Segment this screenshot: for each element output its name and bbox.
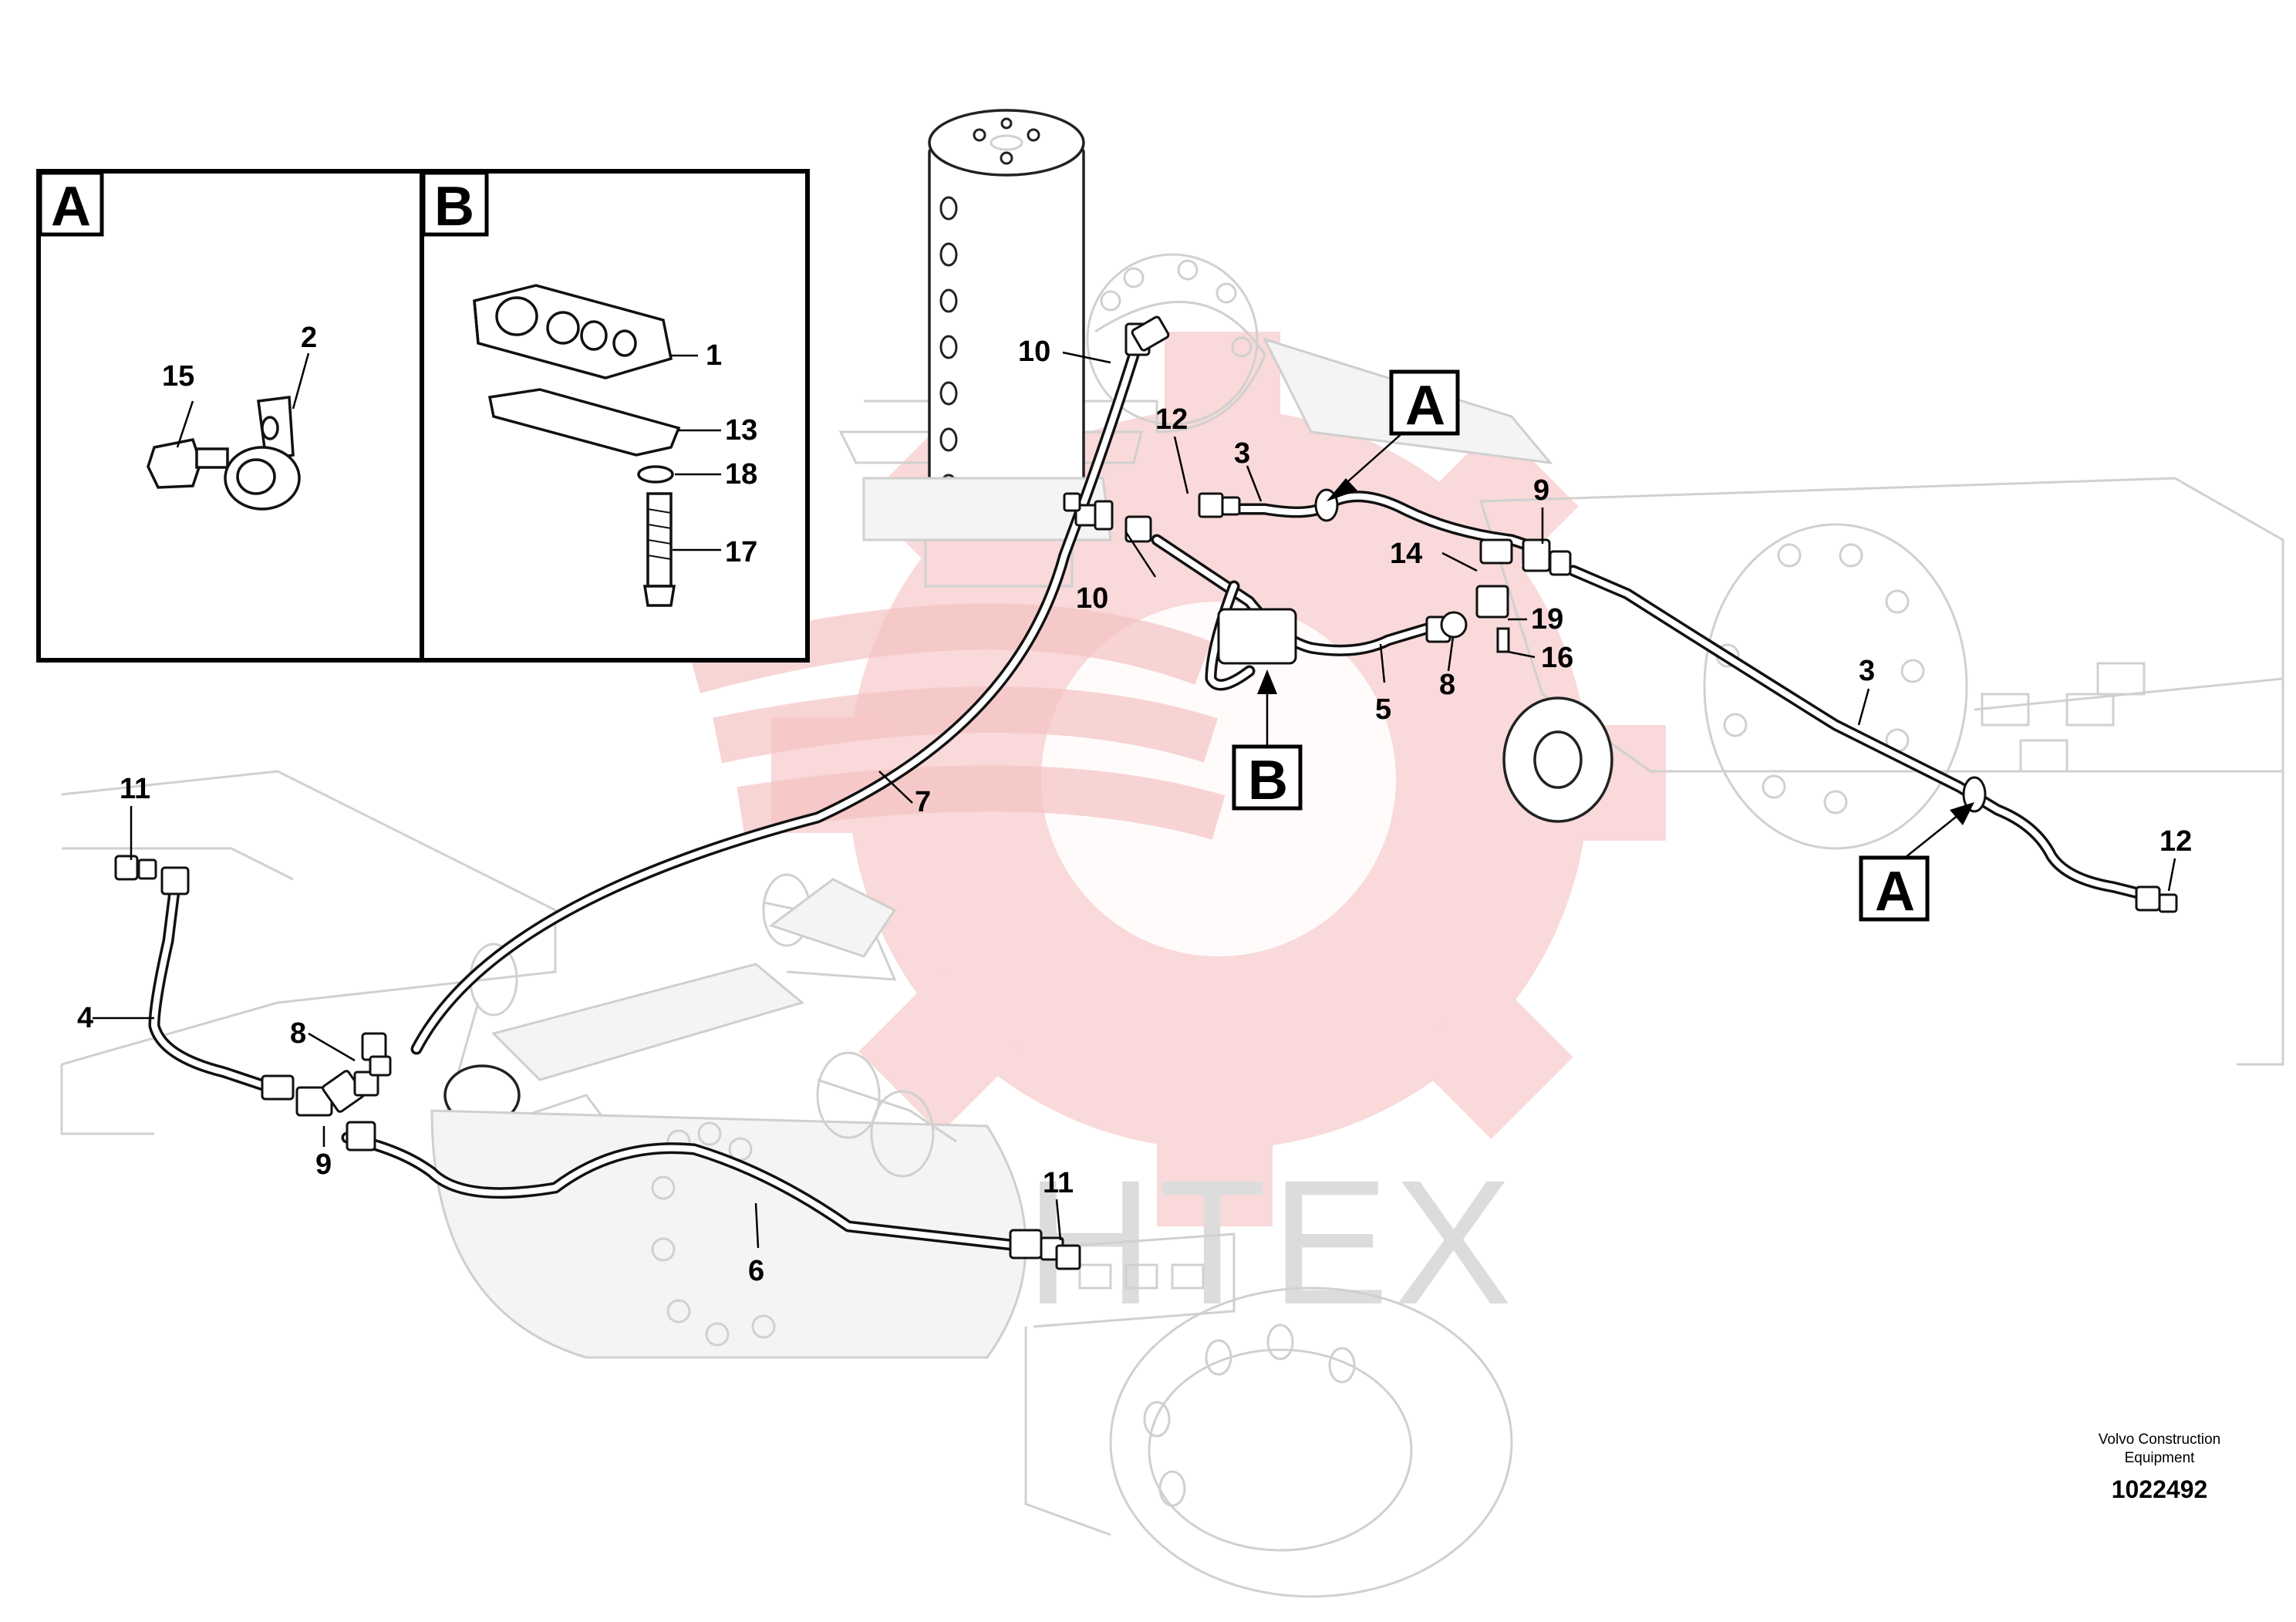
callout-7: 7	[915, 786, 931, 818]
callout-14: 14	[1390, 538, 1422, 570]
callout-17: 17	[725, 536, 757, 568]
callout-16: 16	[1541, 642, 1573, 674]
callout-8: 8	[1439, 669, 1455, 701]
callout-10: 10	[1076, 582, 1108, 615]
detail-label-a: A	[51, 176, 91, 238]
hose-6	[341, 1131, 1024, 1252]
callout-15: 15	[162, 360, 194, 393]
callout-18: 18	[725, 458, 757, 491]
callout-3: 3	[1859, 655, 1875, 687]
detail-box-a: A	[36, 169, 424, 663]
hose-3-upper	[1220, 491, 1541, 554]
svg-text:A: A	[1875, 861, 1915, 922]
maker-line-2: Equipment	[2125, 1450, 2196, 1466]
callout-2: 2	[301, 322, 317, 354]
footer: Volvo Construction Equipment 1022492	[2099, 1431, 2220, 1503]
callouts: 1 2 3 3 4 5 6 7 8 8 9 9 10 10 11 11 12 1…	[77, 322, 2192, 1287]
callout-11: 11	[1043, 1167, 1074, 1199]
hose-4	[148, 873, 276, 1094]
callout-11: 11	[120, 773, 150, 805]
detail-label-b: B	[434, 176, 474, 238]
detail-box-b: B	[420, 169, 810, 663]
svg-text:A: A	[1405, 375, 1445, 437]
callout-3: 3	[1234, 437, 1250, 470]
fittings	[114, 315, 2178, 1270]
callout-4: 4	[77, 1002, 93, 1034]
callout-1: 1	[706, 339, 722, 372]
callout-12: 12	[1155, 403, 1188, 436]
maker-line-1: Volvo Construction	[2099, 1431, 2220, 1448]
pointer-label-a-right: A	[1859, 802, 1974, 922]
callout-12: 12	[2159, 825, 2192, 858]
hose-3-right	[1567, 565, 2150, 901]
leader-lines	[93, 351, 2176, 1249]
callout-5: 5	[1375, 693, 1391, 726]
callout-19: 19	[1531, 603, 1563, 636]
callout-9: 9	[315, 1148, 332, 1181]
callout-8: 8	[290, 1017, 306, 1050]
callout-10: 10	[1018, 336, 1050, 368]
pointer-label-b: B	[1232, 669, 1303, 811]
drawing-number: 1022492	[2112, 1475, 2208, 1503]
hose-7	[410, 324, 1148, 1055]
pointer-label-a-top: A	[1327, 369, 1460, 501]
callout-6: 6	[748, 1255, 764, 1287]
callout-13: 13	[725, 414, 757, 447]
callout-9: 9	[1533, 474, 1549, 507]
svg-text:B: B	[1248, 750, 1288, 811]
